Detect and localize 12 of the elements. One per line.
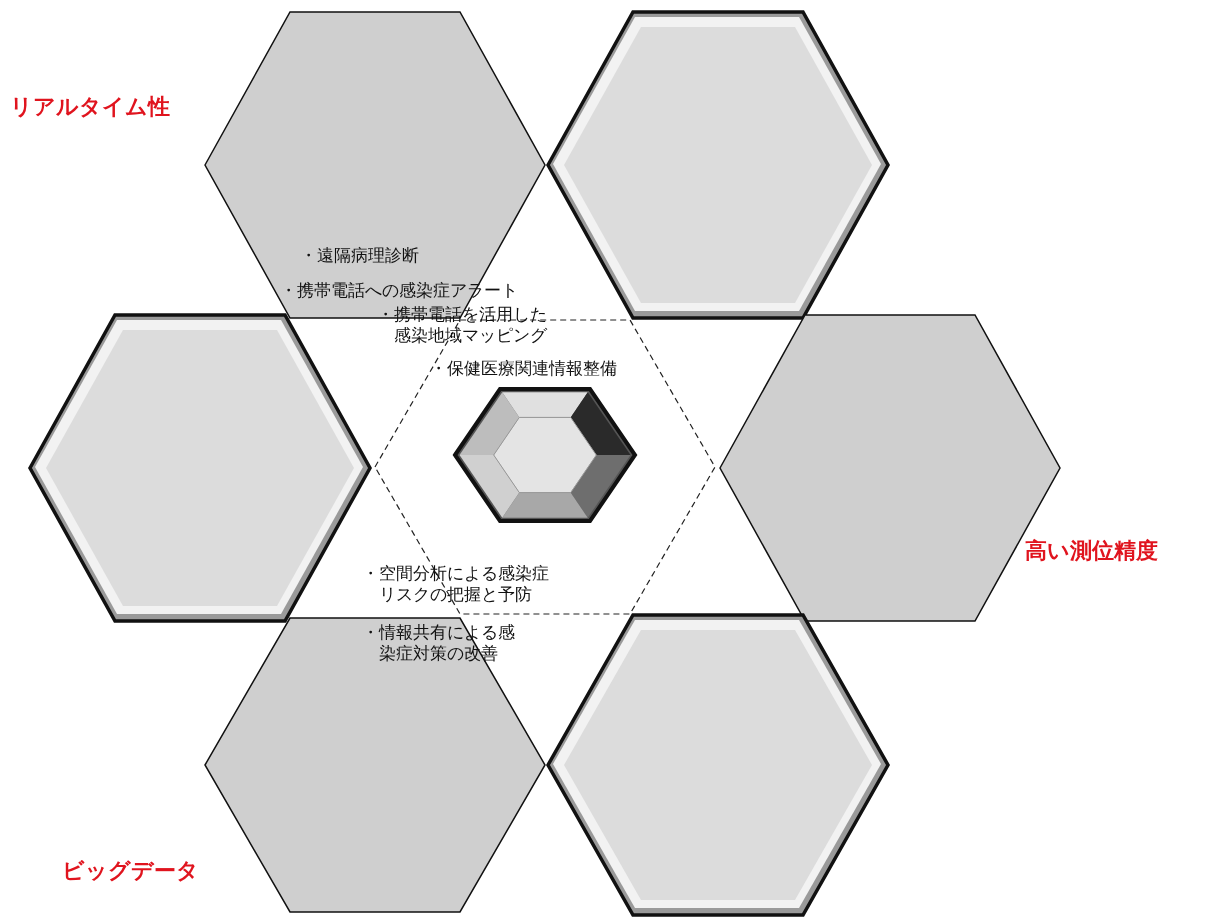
bullet-text: ・遠隔病理診断	[300, 245, 419, 266]
category-label: 高い測位精度	[1025, 538, 1158, 564]
hexagon	[451, 385, 639, 525]
bullet-text: ・空間分析による感染症リスクの把握と予防	[362, 563, 550, 605]
hexagon	[26, 311, 374, 625]
hexagon	[544, 8, 892, 322]
hexagon	[201, 614, 549, 916]
bullet-text: ・保健医療関連情報整備	[430, 358, 617, 379]
hexagon	[544, 611, 892, 919]
category-label: リアルタイム性	[10, 94, 170, 120]
hexagon	[201, 8, 549, 322]
category-label: ビッグデータ	[62, 858, 199, 884]
